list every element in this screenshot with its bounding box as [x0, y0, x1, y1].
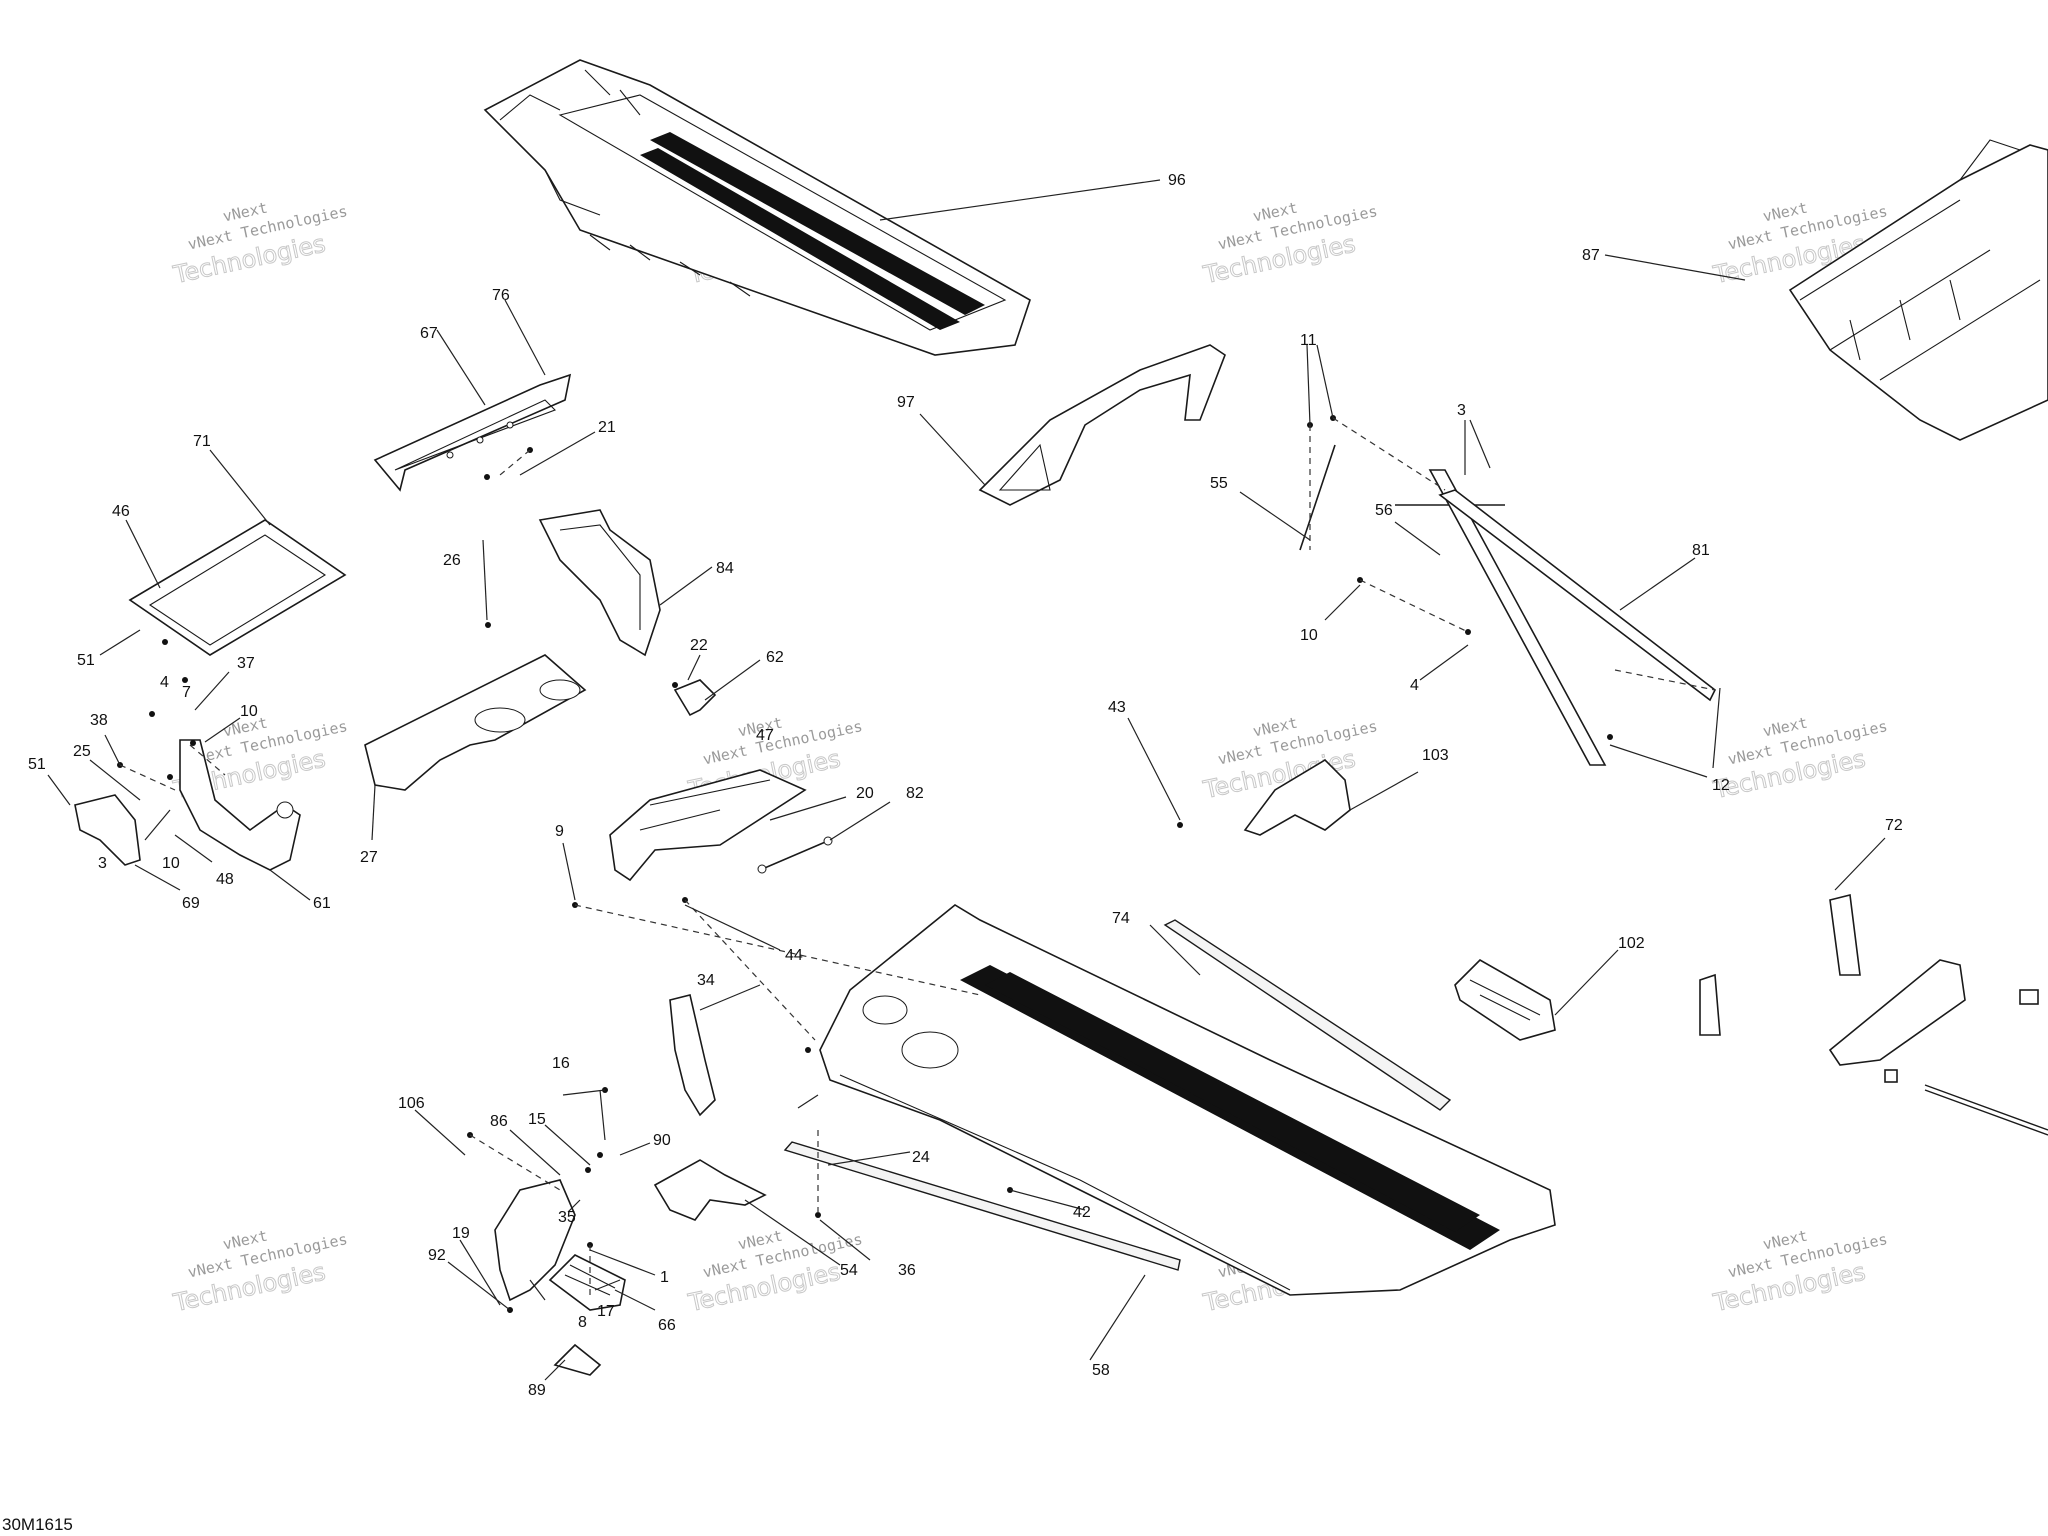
- callout-36: 36: [898, 1262, 916, 1279]
- callout-15: 15: [528, 1111, 546, 1128]
- callout-47: 47: [756, 727, 774, 744]
- bracket-47: [609, 769, 807, 882]
- support-34: [669, 994, 716, 1117]
- callout-7: 7: [182, 684, 191, 701]
- callout-48: 48: [216, 871, 234, 888]
- callout-1: 1: [660, 1269, 669, 1286]
- watermark: vNext vNext Technologies Technologies: [170, 199, 349, 290]
- callout-34: 34: [697, 972, 715, 989]
- callout-103: 103: [1422, 747, 1449, 764]
- callout-26: 26: [443, 552, 461, 569]
- callout-58: 58: [1092, 1362, 1110, 1379]
- callout-27: 27: [360, 849, 378, 866]
- chassis-assembly-96: [483, 59, 1031, 356]
- callout-82: 82: [906, 785, 924, 802]
- callout-43: 43: [1108, 699, 1126, 716]
- callout-97: 97: [897, 394, 915, 411]
- watermark: vNext vNext Technologies Technologies: [1200, 199, 1379, 290]
- callout-71: 71: [193, 433, 211, 450]
- callout-84: 84: [716, 560, 734, 577]
- callout-87: 87: [1582, 247, 1600, 264]
- bracket-54: [653, 1159, 767, 1221]
- figure-code: 30M1615: [2, 1515, 73, 1534]
- callout-11: 11: [1300, 332, 1317, 349]
- callout-46: 46: [112, 503, 130, 520]
- callout-24: 24: [912, 1149, 930, 1166]
- cover-27: [364, 654, 587, 791]
- callout-102: 102: [1618, 935, 1645, 952]
- callout-72: 72: [1885, 817, 1903, 834]
- footrest-66: [548, 1254, 626, 1311]
- rod-82: [757, 836, 833, 874]
- callout-96: 96: [1168, 172, 1186, 189]
- callout-54: 54: [840, 1262, 858, 1279]
- callout-22: 22: [690, 637, 708, 654]
- rail-strip-74: [1163, 919, 1452, 1111]
- bracket-72: [1828, 894, 1966, 1066]
- bracket-61: [179, 739, 301, 871]
- rail-bracket-67: [373, 373, 572, 492]
- callout-12: 12: [1712, 777, 1730, 794]
- bracket-89: [553, 1343, 602, 1376]
- callout-8: 8: [578, 1314, 587, 1331]
- callout-51a: 51: [77, 652, 95, 669]
- callout-10c: 10: [1300, 627, 1318, 644]
- parts: [74, 59, 2048, 1376]
- watermark: vNext vNext Technologies Technologies: [1710, 1227, 1889, 1318]
- callout-86: 86: [490, 1113, 508, 1130]
- bracket-69: [74, 794, 141, 866]
- callout-4b: 4: [1410, 677, 1419, 694]
- callout-16: 16: [552, 1055, 570, 1072]
- callout-labels: 96 87 76 67 21 71 46 51 4 7 37 10 38 25 …: [28, 172, 1903, 1399]
- callout-42: 42: [1073, 1204, 1091, 1221]
- callout-55: 55: [1210, 475, 1228, 492]
- watermark: vNext vNext Technologies Technologies: [1710, 714, 1889, 805]
- rods-55-56-81: [1299, 444, 1717, 766]
- callout-61: 61: [313, 895, 331, 912]
- callout-9: 9: [555, 823, 564, 840]
- callout-35: 35: [558, 1209, 576, 1226]
- callout-4a: 4: [160, 674, 169, 691]
- bracket-102: [1454, 959, 1556, 1041]
- callout-92: 92: [428, 1247, 446, 1264]
- callout-106: 106: [398, 1095, 425, 1112]
- callout-51b: 51: [28, 756, 46, 773]
- callout-62: 62: [766, 649, 784, 666]
- support-84: [538, 509, 661, 657]
- callout-89: 89: [528, 1382, 546, 1399]
- frame-97: [978, 344, 1226, 506]
- callout-3a: 3: [98, 855, 107, 872]
- callout-81: 81: [1692, 542, 1710, 559]
- footrest-bracket-86: [494, 1179, 576, 1302]
- callout-21: 21: [598, 419, 616, 436]
- callout-38: 38: [90, 712, 108, 729]
- callout-10a: 10: [240, 703, 258, 720]
- callout-20: 20: [856, 785, 874, 802]
- callout-74: 74: [1112, 910, 1130, 927]
- callout-37: 37: [237, 655, 255, 672]
- callout-25: 25: [73, 743, 91, 760]
- callout-56: 56: [1375, 502, 1393, 519]
- tunnel-assembly: [819, 904, 1556, 1296]
- callout-19: 19: [452, 1225, 470, 1242]
- chassis-assembly-87: [1788, 139, 2048, 441]
- runner-58: [783, 1141, 1181, 1271]
- callout-69: 69: [182, 895, 200, 912]
- callout-17: 17: [597, 1303, 615, 1320]
- callout-76: 76: [492, 287, 510, 304]
- assembly-lines: [119, 417, 1716, 1300]
- plate-71: [128, 519, 347, 656]
- callout-67: 67: [420, 325, 438, 342]
- callout-10b: 10: [162, 855, 180, 872]
- callout-3b: 3: [1457, 402, 1466, 419]
- bracket-62: [673, 679, 717, 717]
- callout-44: 44: [785, 947, 803, 964]
- callout-90: 90: [653, 1132, 671, 1149]
- callout-66: 66: [658, 1317, 676, 1334]
- hardware-right: [1699, 973, 2048, 1136]
- leader-lines: [47, 179, 1886, 1381]
- watermark: vNext vNext Technologies Technologies: [170, 1227, 349, 1318]
